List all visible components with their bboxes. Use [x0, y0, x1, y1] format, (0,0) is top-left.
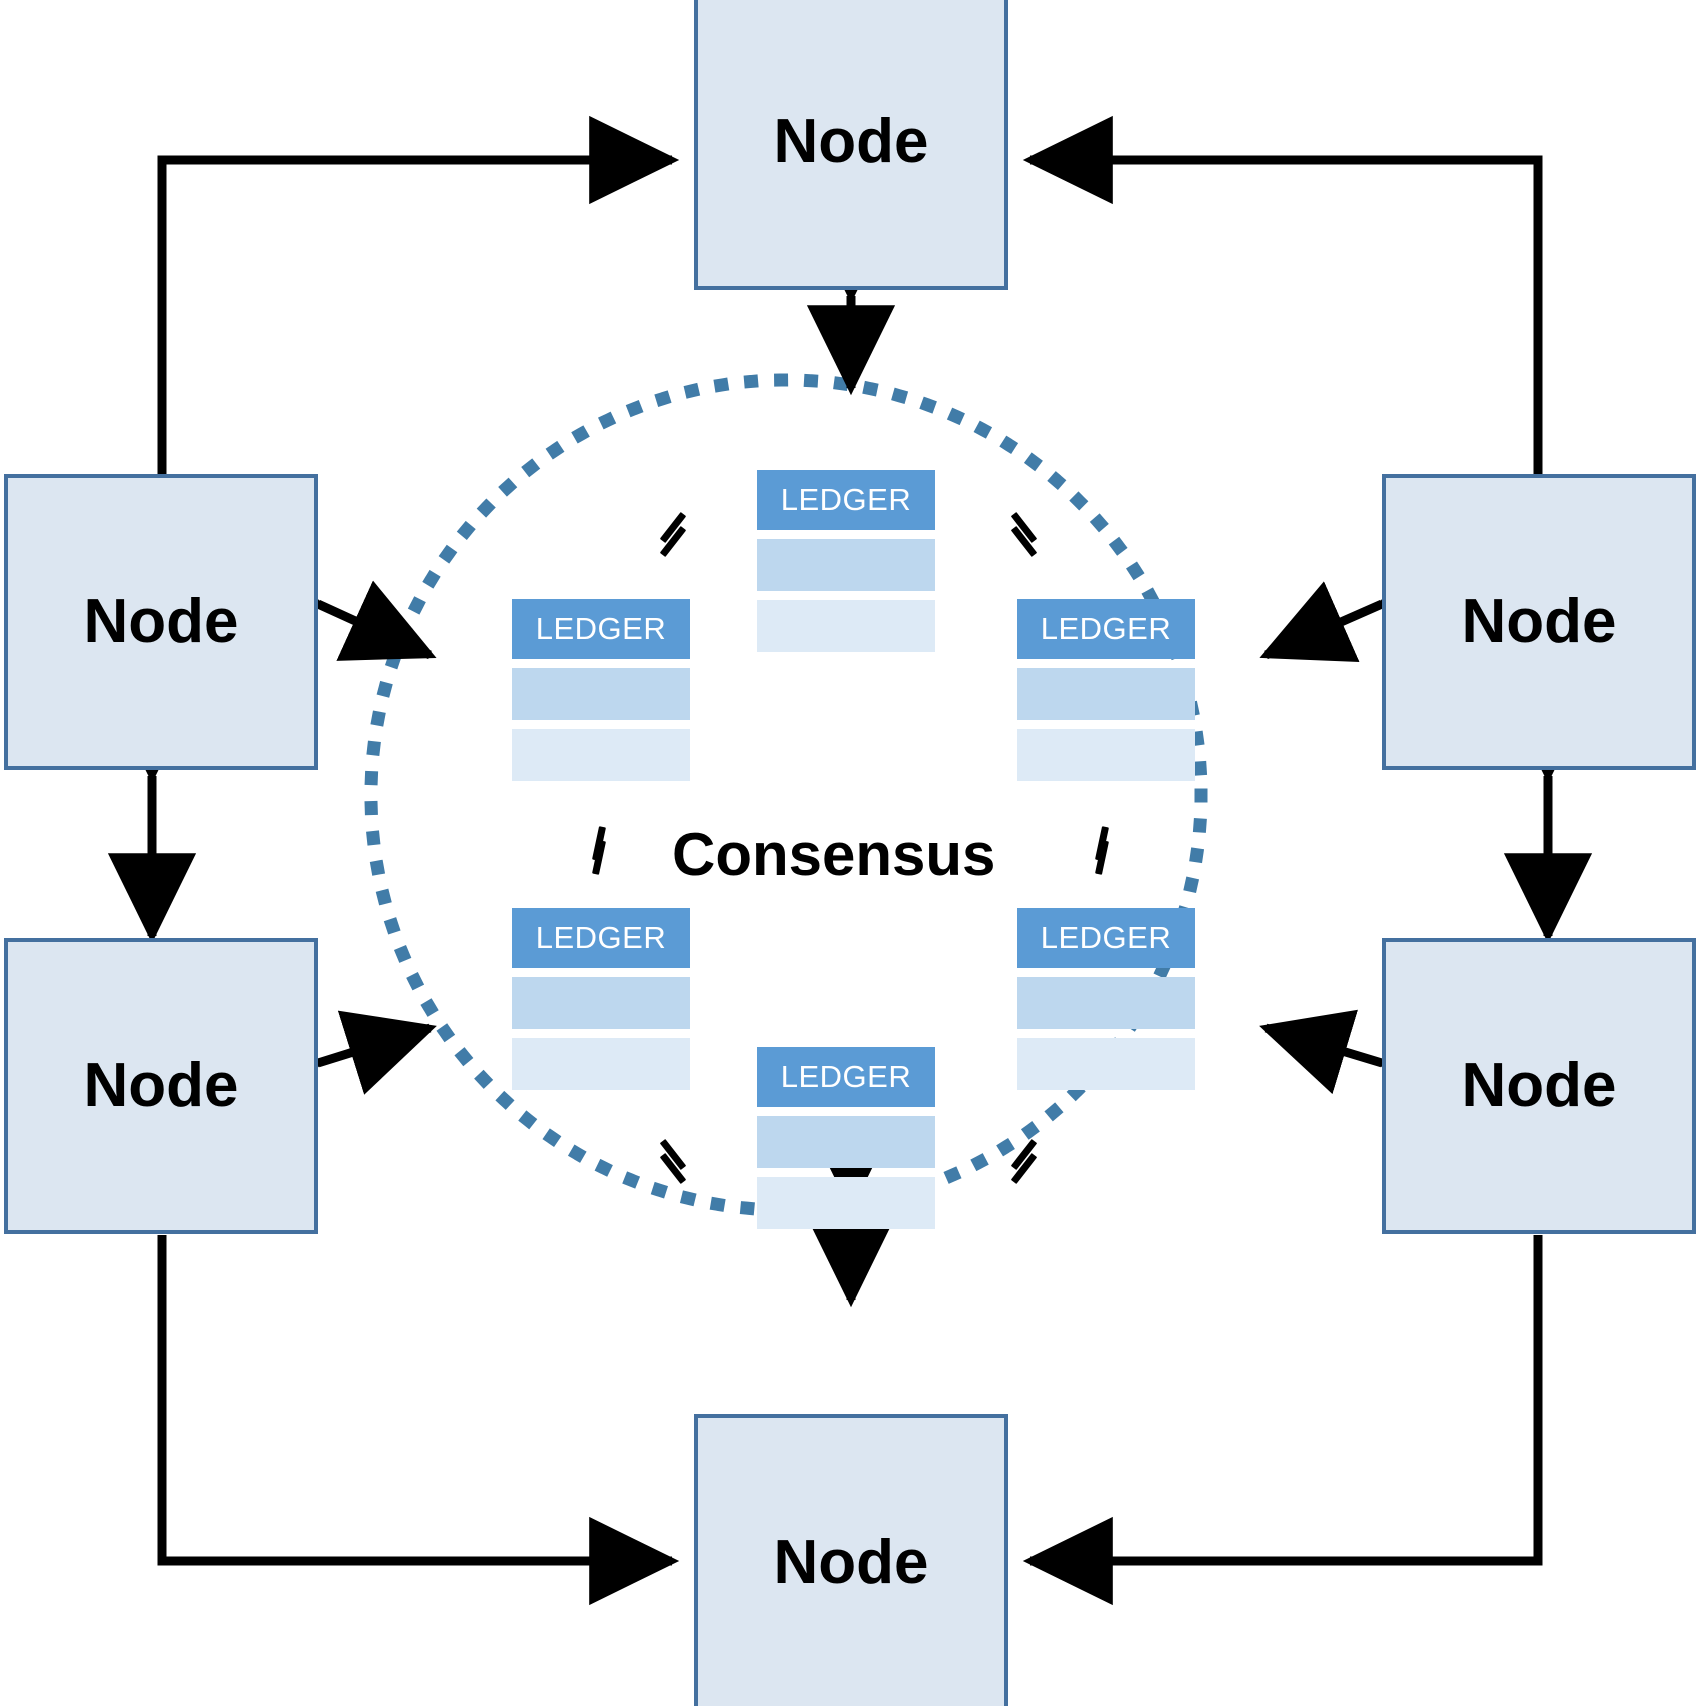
ledger-left-upper-header: LEDGER	[512, 599, 690, 659]
ledger-bottom[interactable]: LEDGER	[757, 1047, 935, 1229]
ledger-right-upper-header: LEDGER	[1017, 599, 1195, 659]
arrow-left-lower-to-bottom	[157, 1235, 680, 1606]
equality-mark-mid-left	[582, 826, 616, 875]
node-top-label: Node	[773, 107, 929, 176]
arrow-right-lower-node-to-circle	[1259, 1009, 1475, 1130]
arrow-right-upper-to-top	[1022, 115, 1543, 476]
ledger-right-lower-row-2	[1017, 1038, 1195, 1090]
arrow-right-lower-to-bottom	[1022, 1235, 1543, 1606]
ledger-bottom-header: LEDGER	[757, 1047, 935, 1107]
ledger-left-upper-row-1	[512, 668, 690, 720]
consensus-label: Consensus	[672, 821, 996, 888]
node-top[interactable]: Node	[694, 0, 1008, 290]
ledger-left-lower-row-2	[512, 1038, 690, 1090]
node-left-upper[interactable]: Node	[4, 474, 318, 770]
ledger-bottom-row-2	[757, 1177, 935, 1229]
ledger-right-lower-header: LEDGER	[1017, 908, 1195, 968]
equality-mark-bottom-right	[1007, 1138, 1041, 1185]
node-bottom[interactable]: Node	[694, 1414, 1008, 1706]
ledger-top-row-1	[757, 539, 935, 591]
arrow-left-lower-node-to-circle	[225, 1010, 437, 1130]
ledger-top[interactable]: LEDGER	[757, 470, 935, 652]
ledger-left-lower-row-1	[512, 977, 690, 1029]
node-bottom-label: Node	[773, 1528, 929, 1597]
ledger-left-upper[interactable]: LEDGER	[512, 599, 690, 781]
ledger-right-upper[interactable]: LEDGER	[1017, 599, 1195, 781]
node-left-lower-label: Node	[83, 1051, 239, 1120]
equality-mark-bottom-left	[656, 1138, 690, 1185]
node-right-upper[interactable]: Node	[1382, 474, 1696, 770]
equality-mark-top-right	[1007, 511, 1041, 558]
arrow-left-upper-to-top	[157, 115, 680, 476]
node-right-lower-label: Node	[1461, 1051, 1617, 1120]
ledger-left-lower-header: LEDGER	[512, 908, 690, 968]
ledger-top-header: LEDGER	[757, 470, 935, 530]
arrow-left-upper-node-to-circle	[224, 529, 437, 661]
ledger-right-lower[interactable]: LEDGER	[1017, 908, 1195, 1090]
ledger-top-row-2	[757, 600, 935, 652]
node-left-lower[interactable]: Node	[4, 938, 318, 1234]
node-right-lower[interactable]: Node	[1382, 938, 1696, 1234]
ledger-right-lower-row-1	[1017, 977, 1195, 1029]
node-left-upper-label: Node	[83, 587, 239, 656]
arrow-right-upper-node-to-circle	[1259, 530, 1476, 663]
ledger-bottom-row-1	[757, 1116, 935, 1168]
ledger-left-lower[interactable]: LEDGER	[512, 908, 690, 1090]
node-right-upper-label: Node	[1461, 587, 1617, 656]
ledger-left-upper-row-2	[512, 729, 690, 781]
ledger-right-upper-row-2	[1017, 729, 1195, 781]
equality-mark-top-left	[656, 511, 690, 558]
equality-mark-mid-right	[1085, 826, 1119, 875]
ledger-right-upper-row-1	[1017, 668, 1195, 720]
